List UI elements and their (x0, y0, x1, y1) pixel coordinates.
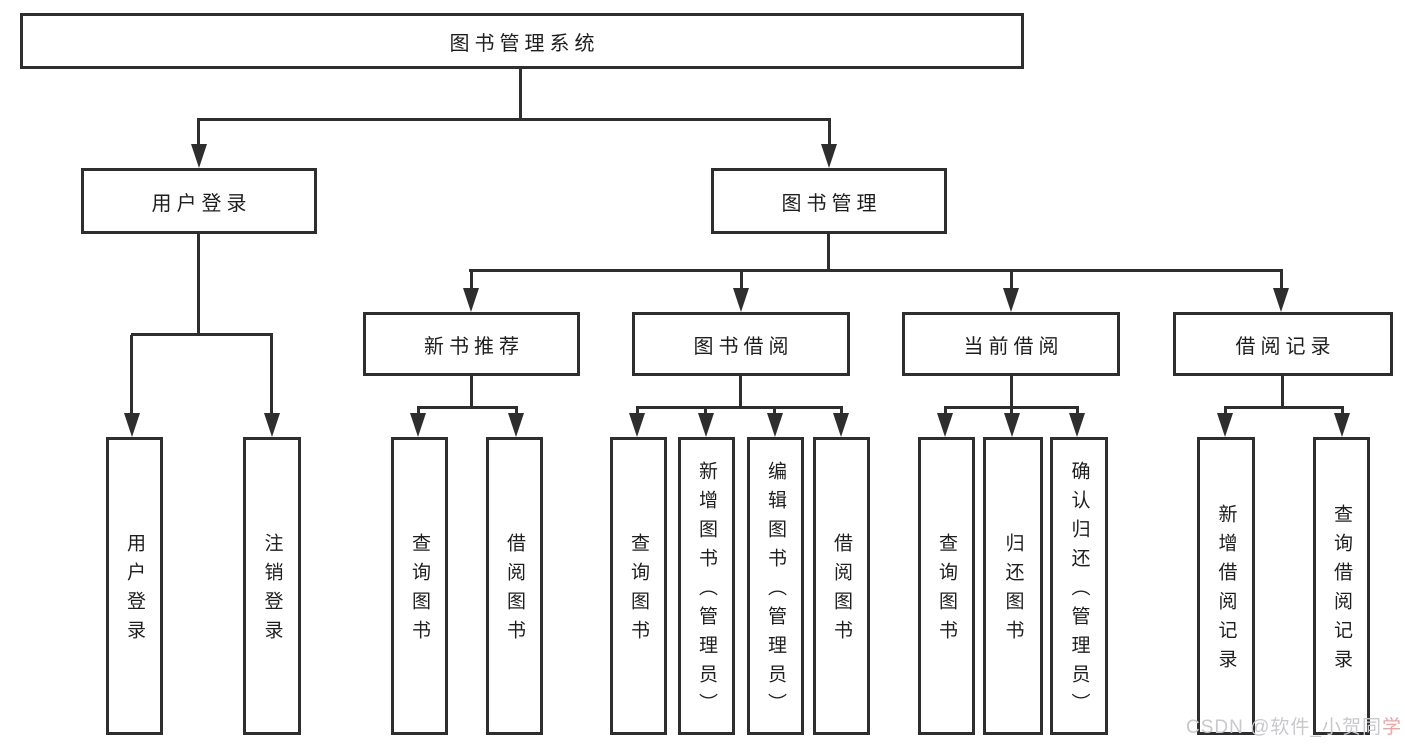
node-new-book-recommendation: 新书推荐 (363, 312, 580, 376)
node-new-book-recommendation-label: 新书推荐 (424, 335, 524, 358)
leaf-add-books-admin-label: 新增图书（管理员） (696, 460, 717, 722)
arrow-head-icon (1217, 413, 1233, 437)
arrow-shaft (130, 335, 133, 415)
connector-current-v (1010, 376, 1013, 408)
arrow-shaft (944, 408, 947, 416)
leaf-query-borrow-record: 查询借阅记录 (1313, 437, 1370, 735)
arrow-shaft (1010, 271, 1013, 291)
connector-records-v (1281, 376, 1284, 408)
leaf-logout-label: 注销登录 (261, 533, 283, 649)
arrow-head-icon (1003, 288, 1019, 312)
leaf-borrowing-borrow-books: 借阅图书 (813, 437, 870, 735)
arrow-head-icon (767, 413, 783, 437)
node-current-borrowing-label: 当前借阅 (963, 335, 1064, 358)
connector-records-h (1224, 406, 1344, 409)
arrow-head-icon (1069, 413, 1085, 437)
node-borrowing-records: 借阅记录 (1173, 312, 1393, 376)
leaf-current-query-books: 查询图书 (918, 437, 975, 735)
node-borrowing-records-label: 借阅记录 (1235, 335, 1336, 358)
connector-book-management-v (827, 234, 830, 271)
leaf-edit-books-admin-label: 编辑图书（管理员） (765, 460, 786, 722)
arrow-shaft (1010, 408, 1013, 416)
leaf-newbook-borrow-books: 借阅图书 (486, 437, 543, 735)
node-user-login: 用户登录 (81, 168, 317, 234)
node-user-login-label: 用户登录 (151, 192, 252, 215)
arrow-head-icon (833, 413, 849, 437)
connector-newbook-v (470, 376, 473, 408)
leaf-newbook-borrow-books-label: 借阅图书 (504, 533, 525, 649)
connector-user-login-h (131, 333, 273, 336)
arrow-head-icon (264, 413, 280, 437)
leaf-newbook-query-books-label: 查询图书 (409, 533, 430, 649)
arrow-head-icon (1273, 288, 1289, 312)
arrow-shaft (197, 120, 200, 148)
watermark-text: CSDN @软件_小贺同 (1186, 717, 1382, 738)
arrow-shaft (1341, 408, 1344, 416)
arrow-shaft (740, 271, 743, 291)
arrow-head-icon (821, 144, 837, 168)
leaf-edit-books-admin: 编辑图书（管理员） (747, 437, 804, 735)
arrow-shaft (773, 408, 776, 416)
arrow-shaft (470, 271, 473, 291)
arrow-head-icon (1004, 413, 1020, 437)
arrow-head-icon (937, 413, 953, 437)
connector-newbook-h (417, 406, 518, 409)
watermark: CSDN @软件_小贺同学 (1186, 712, 1402, 739)
arrow-shaft (828, 120, 831, 148)
arrow-shaft (1280, 271, 1283, 291)
leaf-return-books-label: 归还图书 (1002, 533, 1024, 649)
arrow-head-icon (191, 144, 207, 168)
arrow-head-icon (508, 413, 524, 437)
arrow-shaft (1076, 408, 1079, 416)
leaf-add-books-admin: 新增图书（管理员） (678, 437, 735, 735)
leaf-borrowing-query-books-label: 查询图书 (628, 533, 649, 649)
leaf-add-borrow-record: 新增借阅记录 (1197, 437, 1255, 735)
arrow-shaft (840, 408, 843, 416)
leaf-user-login-label: 用户登录 (124, 533, 145, 649)
node-root-label: 图书管理系统 (449, 32, 600, 55)
arrow-shaft (704, 408, 707, 416)
arrow-head-icon (1334, 413, 1350, 437)
leaf-return-books: 归还图书 (983, 437, 1043, 735)
arrow-head-icon (629, 413, 645, 437)
leaf-query-borrow-record-label: 查询借阅记录 (1331, 504, 1352, 678)
connector-root-h (197, 118, 831, 121)
node-book-borrowing: 图书借阅 (632, 312, 850, 376)
arrow-head-icon (410, 413, 426, 437)
arrow-head-icon (733, 288, 749, 312)
arrow-shaft (636, 408, 639, 416)
arrow-shaft (515, 408, 518, 416)
node-book-management-label: 图书管理 (781, 192, 882, 215)
leaf-add-borrow-record-label: 新增借阅记录 (1215, 504, 1237, 678)
node-book-management: 图书管理 (711, 168, 947, 234)
arrow-head-icon (698, 413, 714, 437)
arrow-head-icon (124, 413, 140, 437)
arrow-shaft (270, 335, 273, 415)
arrow-head-icon (463, 288, 479, 312)
leaf-confirm-return-admin-label: 确认归还（管理员） (1068, 460, 1090, 722)
leaf-borrowing-borrow-books-label: 借阅图书 (831, 533, 852, 649)
node-current-borrowing: 当前借阅 (902, 312, 1120, 376)
watermark-accent-text: 学 (1381, 717, 1402, 738)
connector-root-v (519, 69, 522, 120)
node-book-borrowing-label: 图书借阅 (693, 335, 794, 358)
leaf-logout: 注销登录 (243, 437, 301, 735)
arrow-shaft (1224, 408, 1227, 416)
arrow-shaft (417, 408, 420, 416)
leaf-confirm-return-admin: 确认归还（管理员） (1050, 437, 1108, 735)
leaf-borrowing-query-books: 查询图书 (610, 437, 667, 735)
connector-book-management-h (469, 269, 1283, 272)
connector-borrowing-h (636, 406, 843, 409)
connector-borrowing-v (739, 376, 742, 408)
leaf-user-login: 用户登录 (106, 437, 163, 735)
connector-user-login-v (197, 234, 200, 335)
leaf-newbook-query-books: 查询图书 (391, 437, 448, 735)
leaf-current-query-books-label: 查询图书 (936, 533, 957, 649)
node-root: 图书管理系统 (20, 13, 1024, 69)
connector-current-h (944, 406, 1079, 409)
